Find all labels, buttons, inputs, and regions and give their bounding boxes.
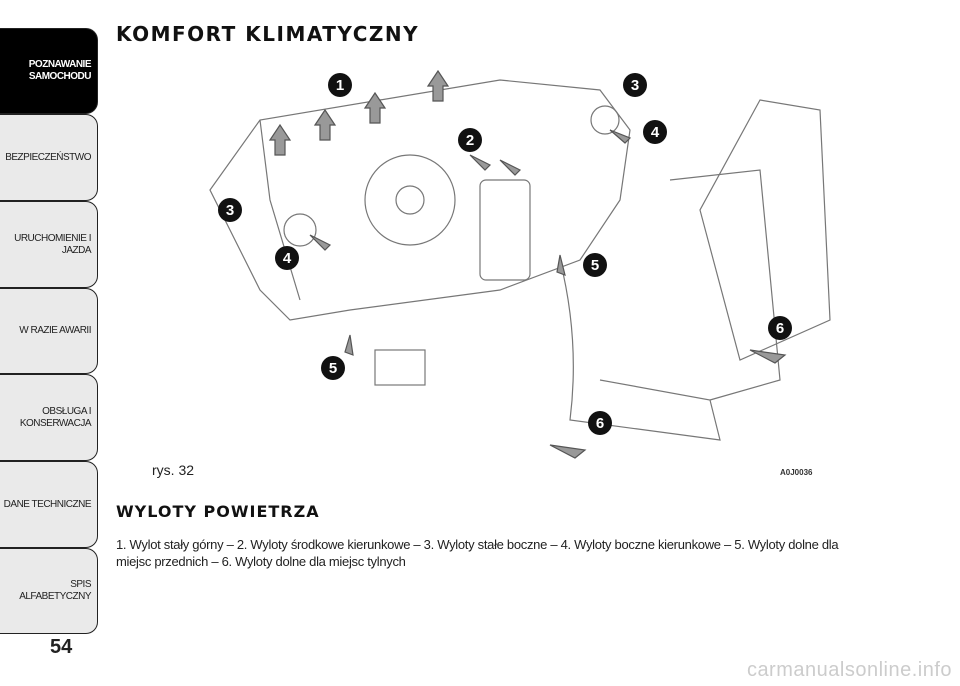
body-text: 1. Wylot stały górny – 2. Wyloty środkow… [116,537,839,569]
section-title: WYLOTY POWIETRZA [116,502,320,521]
svg-text:3: 3 [631,77,639,94]
svg-text:2: 2 [466,132,474,149]
tab-uruchomienie-i-jazda[interactable]: URUCHOMIENIE I JAZDA [0,201,98,288]
svg-text:1: 1 [336,77,344,94]
svg-text:5: 5 [591,257,599,274]
watermark: carmanualsonline.info [746,659,952,681]
figure-caption: rys. 32 [152,462,195,478]
page-number: 54 [50,636,73,658]
callout-4: 4 [643,120,667,144]
svg-text:5: 5 [329,360,337,377]
svg-text:3: 3 [226,202,234,219]
svg-text:6: 6 [776,320,784,337]
callout-6: 6 [588,411,612,435]
tab-bezpieczenstwo[interactable]: BEZPIECZEŃSTWO [0,114,98,201]
callout-5: 5 [583,253,607,277]
tab-poznawanie-samochodu[interactable]: POZNAWANIE SAMOCHODU [0,28,98,114]
svg-text:4: 4 [283,250,292,267]
page-title: KOMFORT KLIMATYCZNY [116,22,420,46]
tab-w-razie-awarii[interactable]: W RAZIE AWARII [0,288,98,374]
callout-4: 4 [275,246,299,270]
callout-2: 2 [458,128,482,152]
svg-text:4: 4 [651,124,660,141]
dashboard-air-vents-illustration: 1 2 3 4 3 4 5 5 6 6 [209,69,831,459]
tab-dane-techniczne[interactable]: DANE TECHNICZNE [0,461,98,548]
callout-6: 6 [768,316,792,340]
figure-code: A0J0036 [780,468,813,477]
callout-3: 3 [623,73,647,97]
callout-3: 3 [218,198,242,222]
tab-obsluga-i-konserwacja[interactable]: OBSŁUGA I KONSERWACJA [0,374,98,461]
svg-text:6: 6 [596,415,604,432]
callout-5: 5 [321,356,345,380]
tab-spis-alfabetyczny[interactable]: SPIS ALFABETYCZNY [0,548,98,634]
callout-1: 1 [328,73,352,97]
